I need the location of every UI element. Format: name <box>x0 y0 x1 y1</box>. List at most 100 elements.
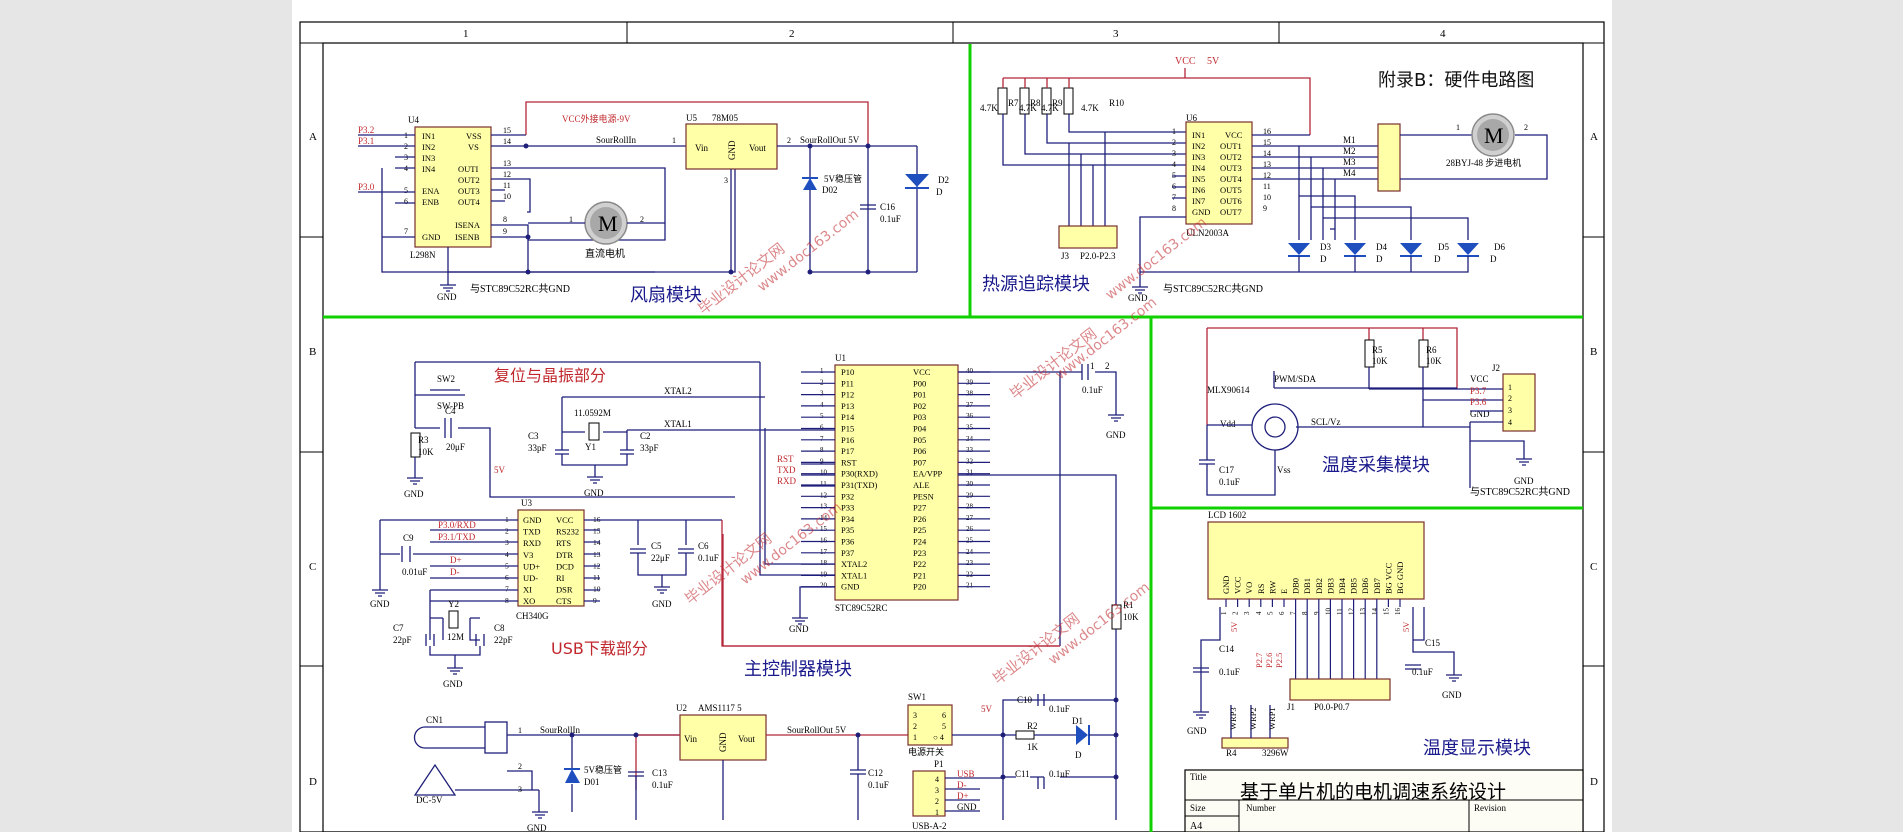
c13-ref: C13 <box>652 768 668 778</box>
reset-5v: 5V <box>494 465 506 475</box>
u3-pin-left-1: GND <box>523 515 541 525</box>
j3-label: P2.0-P2.3 <box>1080 251 1116 261</box>
p1-dplus: D+ <box>957 791 969 801</box>
zener-d02-icon[interactable] <box>803 178 817 190</box>
temp-disp-module: LCD 1602 GND1VCC2VO3RS4RW5E6DB07DB18DB29… <box>1187 510 1531 759</box>
u4-pin-r5: OUT2 <box>458 175 480 185</box>
r6-val: 10K <box>1426 356 1442 366</box>
lcd1602-display[interactable] <box>1207 521 1425 600</box>
u4-chip[interactable] <box>414 126 492 248</box>
mcu-module-title: 主控制器模块 <box>744 659 852 680</box>
lcd-num-3: 3 <box>1243 611 1251 615</box>
u3-pin-left-5: UD+ <box>523 561 540 571</box>
fan-module: U4 L298N IN1 IN2 IN3 IN4 ENA ENB GND VSS… <box>358 101 949 306</box>
u5-regulator[interactable] <box>685 123 778 170</box>
j2-connector[interactable] <box>1502 373 1536 432</box>
power-part: CN1 DC-5V 1 2 3 SourRollIn GND U2 AMS111… <box>413 692 1119 832</box>
u3-part: CH340G <box>516 611 549 621</box>
mcu-pin-right-8: P06 <box>913 446 926 456</box>
sw1-pin4: ○ 4 <box>933 733 944 742</box>
lcd-pin-5: RW <box>1267 581 1277 594</box>
mcu-num-right-6: 35 <box>966 424 974 432</box>
led-d4-icon[interactable] <box>1344 243 1366 255</box>
u6-l5: IN5 <box>1192 174 1205 184</box>
lcd-num-13: 13 <box>1359 608 1367 616</box>
y2-crystal[interactable] <box>448 610 459 629</box>
u6-r8: OUT7 <box>1220 207 1242 217</box>
mcu-pin-left-14: P34 <box>841 514 855 524</box>
lcd-num-14: 14 <box>1371 608 1379 616</box>
tb-number-label: Number <box>1246 803 1276 813</box>
lcd-label: LCD 1602 <box>1208 510 1246 520</box>
u4-pin-r8: ISENA <box>455 220 481 230</box>
r4-potentiometer[interactable] <box>1221 737 1289 749</box>
stepper-connector[interactable] <box>1377 123 1401 192</box>
led-d1-icon[interactable] <box>1076 725 1088 745</box>
u1-mcu-chip[interactable] <box>834 364 959 601</box>
c12-val: 0.1uF <box>868 780 889 790</box>
usb-part-title: USB下载部分 <box>551 639 648 658</box>
c10-val: 0.1uF <box>1049 704 1070 714</box>
u5-part: 78M05 <box>712 113 739 123</box>
mcu-pin-left-5: P14 <box>841 412 855 422</box>
net-p32: P3.2 <box>358 125 374 135</box>
led-d3-icon[interactable] <box>1288 243 1310 255</box>
mcu-pin-right-17: P23 <box>913 548 926 558</box>
sw2-part: SW-PB <box>437 401 464 411</box>
j1-connector[interactable] <box>1289 678 1391 701</box>
mcu-pin-right-13: P27 <box>913 503 926 513</box>
j2-p37: P3.7 <box>1470 386 1487 396</box>
mcu-pin-left-19: XTAL1 <box>841 570 867 580</box>
u4-ref: U4 <box>408 115 419 125</box>
sw1-power-switch[interactable] <box>907 704 953 746</box>
u5-pin1: 1 <box>672 136 676 145</box>
dc-jack-icon[interactable] <box>413 726 485 749</box>
stepper-pin2: 2 <box>1524 123 1528 132</box>
mcu-num-left-3: 3 <box>820 390 824 398</box>
u6-r1: VCC <box>1225 130 1243 140</box>
u6-r5: OUT4 <box>1220 174 1242 184</box>
mcu-pin-left-6: P15 <box>841 424 854 434</box>
mcu-num-right-1: 40 <box>966 367 974 375</box>
sour-roll-in-label: SourRollIn <box>596 135 637 145</box>
u2-gnd: GND <box>718 732 728 752</box>
zener-d01-icon[interactable] <box>565 769 580 783</box>
mcu-num-left-8: 8 <box>820 446 824 454</box>
mcu-rxd-net: RXD <box>777 476 797 486</box>
u3-pin-right-6: RI <box>556 573 565 583</box>
xtal2-net: XTAL2 <box>664 386 692 396</box>
usb-gnd-1: GND <box>370 599 390 609</box>
grid-col-3: 3 <box>1113 28 1119 40</box>
u6-l6: IN6 <box>1192 185 1205 195</box>
grid-row-b: B <box>309 346 316 358</box>
u3-pin-right-7: DSR <box>556 585 573 595</box>
c9-val: 0.01uF <box>402 567 427 577</box>
u3-ch340g-chip[interactable] <box>517 509 585 607</box>
u4-pin-l4: IN4 <box>422 164 436 174</box>
mcu-pin-right-11: ALE <box>913 480 930 490</box>
mcu-num-right-7: 34 <box>966 435 974 443</box>
y1-crystal[interactable] <box>588 422 600 441</box>
u2-vin: Vin <box>684 734 697 744</box>
fan-common-gnd: 与STC89C52RC共GND <box>470 283 570 295</box>
led-d5-icon[interactable] <box>1400 243 1422 255</box>
j3-connector[interactable] <box>1058 225 1118 249</box>
j2-pin4: 4 <box>1508 418 1512 427</box>
u6-chip[interactable] <box>1185 121 1253 225</box>
u3-pin-left-3: RXD <box>523 538 541 548</box>
dc-motor-label: 直流电机 <box>585 247 625 260</box>
c8-val: 22pF <box>494 635 513 645</box>
mcu-pin-left-10: P30(RXD) <box>841 469 878 479</box>
p1-usb-connector[interactable] <box>912 770 946 817</box>
led-d6-icon[interactable] <box>1457 243 1479 255</box>
led-d2-icon[interactable] <box>905 174 929 187</box>
mcu-num-left-4: 4 <box>820 401 824 409</box>
outer-frame <box>299 21 1605 832</box>
lcd-pin-3: VO <box>1244 582 1254 594</box>
y2-ref: Y2 <box>448 599 459 609</box>
power-5v: 5V <box>981 704 993 714</box>
mlx-vdd: Vdd <box>1220 419 1236 429</box>
u4-part: L298N <box>410 250 436 260</box>
u6-l1: IN1 <box>1192 130 1205 140</box>
d6-ref: D6 <box>1494 242 1505 252</box>
